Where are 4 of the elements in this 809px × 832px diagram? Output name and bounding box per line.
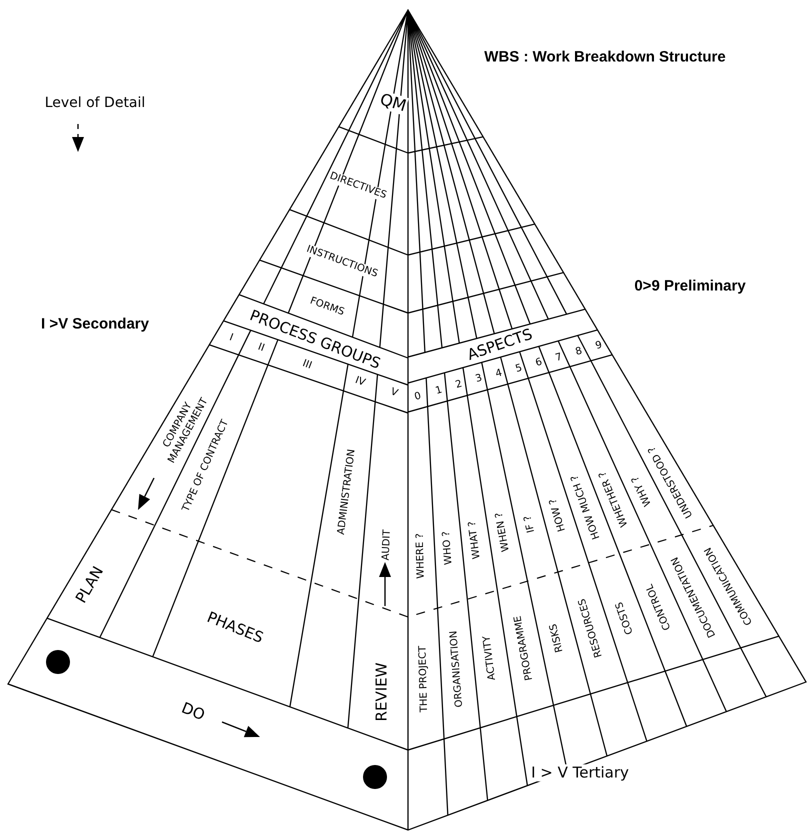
- scale-note: I > V Tertiary: [530, 764, 630, 782]
- scale-note: I >V Secondary: [40, 315, 150, 333]
- scale-note: 0>9 Preliminary: [633, 277, 747, 295]
- column-label: THE PROJECT: [418, 644, 431, 713]
